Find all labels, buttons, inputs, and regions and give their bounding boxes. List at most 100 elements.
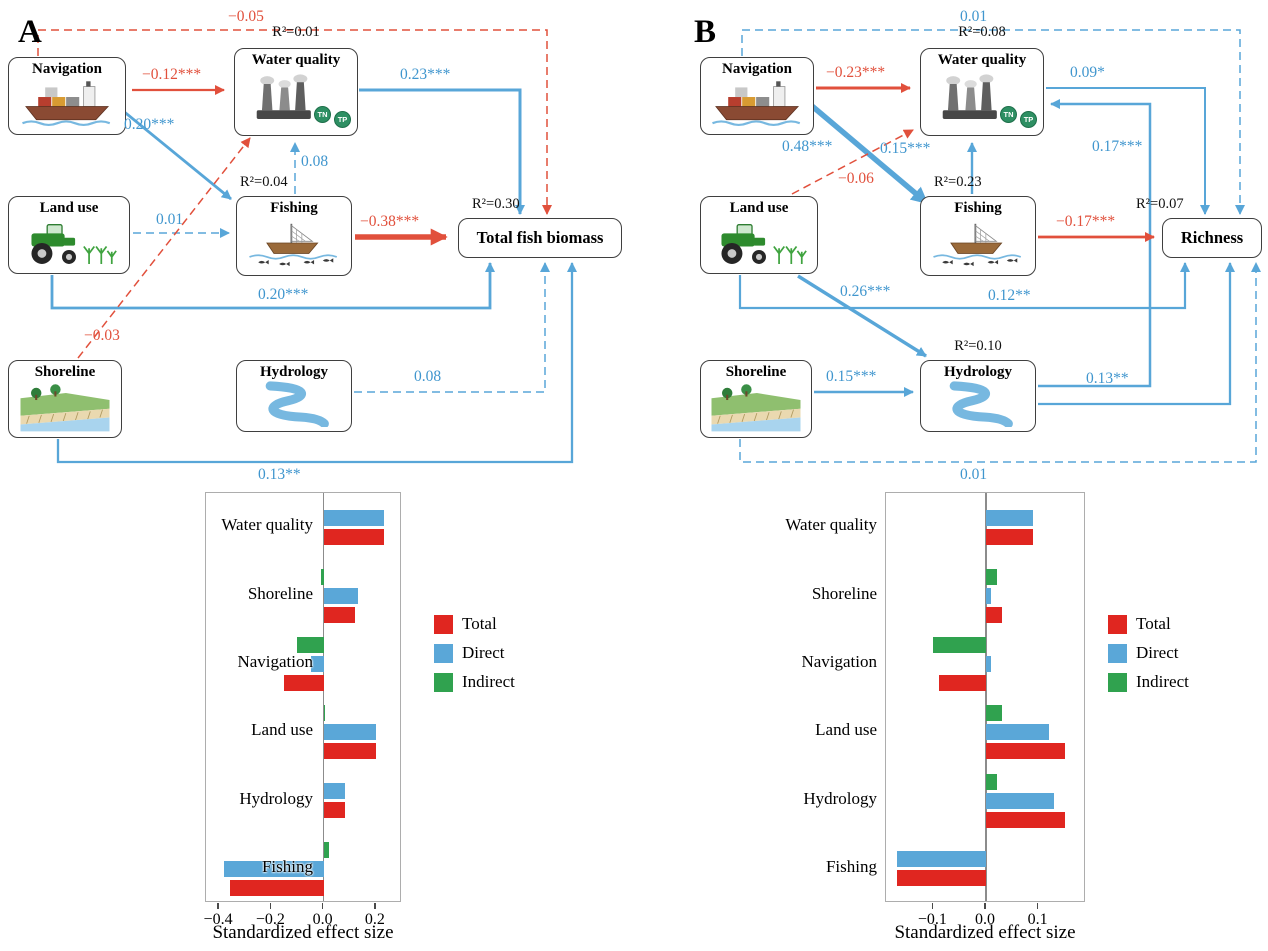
legend-item-direct: Direct — [1108, 643, 1189, 663]
bar-direct-water-quality — [323, 509, 384, 526]
category-label: Shoreline — [811, 583, 877, 603]
coef-b-fishing-to-water-quality: 0.15*** — [880, 140, 931, 157]
r2-fishing-a: R²=0.04 — [240, 174, 288, 190]
x-tick-label: −0.1 — [917, 911, 947, 928]
shoreline-icon — [711, 384, 801, 433]
legend-label: Indirect — [1136, 672, 1189, 691]
tn-badge: TN — [314, 106, 331, 123]
coef-a-navigation-to-water-quality: −0.12*** — [142, 66, 202, 83]
category-label: Water quality — [785, 515, 877, 535]
effect-size-plot-b — [885, 492, 1085, 902]
fishing-boat-icon — [248, 223, 338, 268]
node-title: Fishing — [270, 200, 318, 216]
category-label: Navigation — [237, 651, 313, 671]
bar-total-shoreline — [323, 606, 355, 623]
bar-total-land-use — [986, 743, 1065, 760]
tn-badge: TN — [1000, 106, 1017, 123]
node-navigation-b: Navigation — [700, 57, 814, 135]
node-navigation-a: Navigation — [8, 57, 126, 135]
legend-item-indirect: Indirect — [1108, 672, 1189, 692]
coef-a-fishing-to-outcome: −0.38*** — [360, 213, 420, 230]
node-title: Land use — [729, 200, 789, 216]
coef-a-navigation-to-fishing: 0.20*** — [124, 116, 175, 133]
bar-total-hydrology — [986, 811, 1065, 828]
node-shoreline-a: Shoreline — [8, 360, 122, 438]
path-b-hydrology-to-outcome — [1038, 262, 1235, 406]
coef-a-shoreline-to-water-quality: −0.03 — [84, 327, 120, 344]
bar-total-navigation — [938, 674, 986, 691]
coef-b-water-quality-to-outcome: 0.09* — [1070, 64, 1105, 81]
coef-a-hydrology-to-outcome: 0.08 — [414, 368, 442, 385]
node-title: Land use — [39, 200, 99, 216]
bar-direct-hydrology — [986, 792, 1055, 809]
category-label: Navigation — [801, 651, 877, 671]
bar-direct-land-use — [986, 724, 1050, 741]
bar-indirect-shoreline — [320, 568, 324, 585]
x-tick-label: 0.1 — [1027, 911, 1048, 928]
bar-indirect-navigation — [297, 636, 324, 653]
category-label: Land use — [815, 720, 877, 740]
bar-indirect-fishing — [323, 841, 329, 858]
node-fishing-b: Fishing — [920, 196, 1036, 276]
category-label: Fishing — [261, 856, 313, 876]
coef-a-fishing-to-water-quality: 0.08 — [301, 153, 329, 170]
node-hydrology-a: Hydrology — [236, 360, 352, 432]
r2-water-quality-a: R²=0.01 — [272, 24, 320, 40]
coef-a-shoreline-to-outcome: 0.13** — [258, 466, 301, 483]
legend-swatch — [1108, 614, 1127, 634]
x-tick-mark — [984, 903, 986, 909]
node-water-quality-a: Water quality TN TP — [234, 48, 358, 136]
legend-swatch — [434, 672, 453, 692]
coef-b-hydrology-to-outcome: 0.13** — [1086, 370, 1129, 387]
x-tick-label: −0.2 — [255, 911, 285, 928]
coef-b-shoreline-to-outcome: 0.01 — [960, 466, 988, 483]
legend-swatch — [434, 614, 453, 634]
zero-axis-line — [323, 493, 325, 901]
bar-total-fishing — [896, 870, 986, 887]
bar-direct-shoreline — [323, 587, 358, 604]
panel-a-label: A — [18, 14, 42, 50]
zero-axis-line — [985, 493, 987, 901]
legend-item-direct: Direct — [434, 643, 515, 663]
bar-indirect-land-use — [986, 705, 1002, 722]
coef-a-water-quality-to-outcome: 0.23*** — [400, 66, 451, 83]
legend-item-total: Total — [434, 614, 515, 634]
legend-swatch — [1108, 672, 1127, 692]
legend-swatch — [434, 643, 453, 663]
node-land-use-a: Land use — [8, 196, 130, 274]
river-icon — [246, 381, 342, 427]
node-shoreline-b: Shoreline — [700, 360, 812, 438]
bar-direct-navigation — [986, 655, 992, 672]
x-tick-label: 0.2 — [364, 911, 385, 928]
coef-b-navigation-to-fishing: 0.48*** — [782, 138, 833, 155]
bar-direct-navigation — [310, 655, 324, 672]
node-title: Navigation — [721, 61, 792, 77]
x-tick-mark — [931, 903, 934, 909]
category-label: Fishing — [825, 856, 877, 876]
bar-total-land-use — [323, 743, 376, 760]
node-title: Richness — [1180, 227, 1244, 247]
node-title: Shoreline — [725, 364, 787, 380]
coef-b-shoreline-to-hydrology: 0.15*** — [826, 368, 877, 385]
category-label: Water quality — [221, 515, 313, 535]
node-title: Navigation — [31, 61, 102, 77]
category-label: Hydrology — [803, 788, 877, 808]
coef-a-land-use-to-outcome: 0.20*** — [258, 286, 309, 303]
bar-total-hydrology — [323, 802, 345, 818]
legend-item-indirect: Indirect — [434, 672, 515, 692]
path-a-hydrology-to-outcome — [354, 262, 550, 393]
node-hydrology-b: Hydrology — [920, 360, 1036, 432]
x-tick-mark — [1036, 903, 1039, 909]
x-tick-mark — [374, 903, 376, 909]
legend-label: Direct — [1136, 643, 1179, 662]
x-tick-mark — [321, 903, 324, 909]
r2-fishing-b: R²=0.23 — [934, 174, 982, 190]
legend-item-total: Total — [1108, 614, 1189, 634]
node-fishing-a: Fishing — [236, 196, 352, 276]
bar-indirect-land-use — [323, 705, 326, 722]
bar-direct-fishing — [224, 860, 324, 877]
bar-total-shoreline — [986, 606, 1002, 623]
bar-indirect-shoreline — [986, 568, 997, 585]
x-axis-title-a: Standardized effect size — [212, 922, 394, 943]
